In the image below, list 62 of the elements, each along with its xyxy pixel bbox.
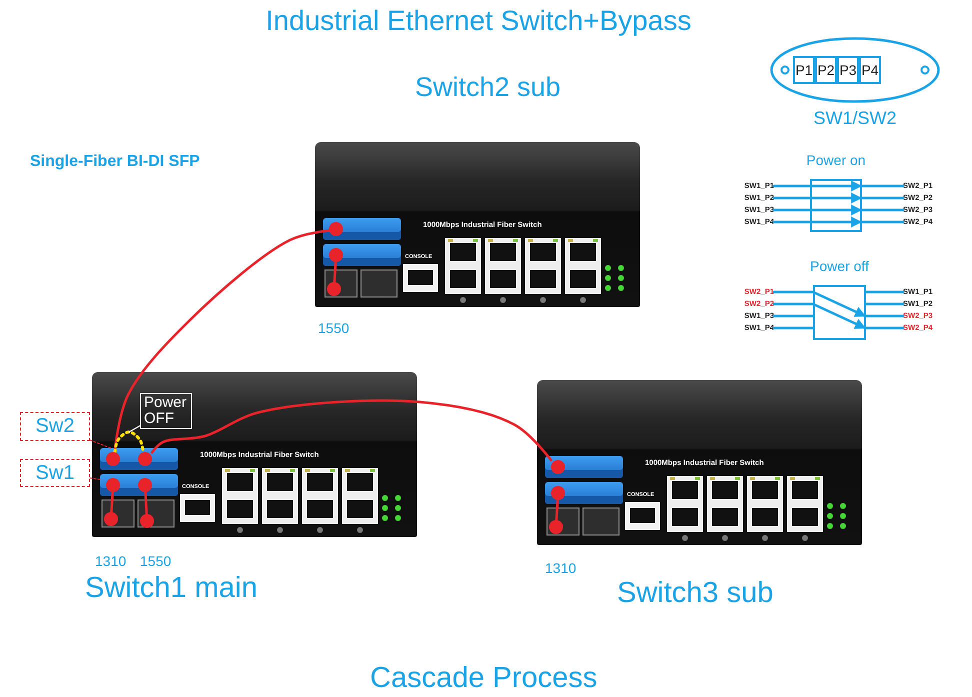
industrial-switch bbox=[92, 372, 417, 537]
wavelength-label: 1310 bbox=[545, 560, 576, 576]
fiber-cable bbox=[150, 399, 552, 462]
port-label: P4 bbox=[859, 56, 881, 84]
fiber-connector-dot bbox=[106, 452, 120, 466]
fiber-cable bbox=[333, 260, 337, 284]
signal-arrow bbox=[772, 204, 862, 216]
bypass-module bbox=[100, 448, 178, 470]
signal-arrow bbox=[772, 290, 866, 318]
fiber-connector-dot bbox=[551, 460, 565, 474]
leader-line bbox=[128, 425, 141, 433]
bypass-module bbox=[100, 474, 178, 496]
main-switch-label: Switch1 main bbox=[85, 572, 258, 605]
signal-line bbox=[864, 302, 904, 306]
signal-line bbox=[772, 326, 814, 330]
bypass-module bbox=[545, 456, 623, 478]
leader-line bbox=[90, 478, 100, 480]
signal-line bbox=[864, 290, 904, 294]
signal-arrow bbox=[772, 302, 866, 330]
sub-switch-label: Switch3 sub bbox=[617, 577, 774, 610]
wavelength-label: 1550 bbox=[318, 320, 350, 336]
fiber-connector-dot bbox=[138, 478, 152, 492]
fiber-cable bbox=[144, 490, 148, 516]
fiber-connector-dot bbox=[551, 486, 565, 500]
port-label: P1 bbox=[793, 56, 815, 84]
industrial-switch bbox=[315, 142, 640, 307]
callout-box: Power OFF bbox=[140, 393, 192, 429]
title: Industrial Ethernet Switch+Bypass bbox=[264, 5, 692, 37]
wavelength-label: 1310 bbox=[95, 553, 126, 569]
switch-tag: Sw1 bbox=[20, 459, 90, 487]
bypass-loop bbox=[113, 430, 145, 454]
fiber-cable bbox=[555, 498, 559, 522]
signal-line bbox=[860, 208, 904, 212]
signal-arrow bbox=[772, 180, 862, 192]
port-label: P3 bbox=[837, 56, 859, 84]
switch-tag: Sw2 bbox=[20, 412, 90, 441]
fiber-connector-dot bbox=[138, 452, 152, 466]
bypass-module bbox=[545, 482, 623, 504]
signal-line bbox=[864, 314, 904, 318]
diagram-heading: Power off bbox=[809, 258, 870, 274]
fiber-connector-dot bbox=[106, 478, 120, 492]
port-label: P2 bbox=[815, 56, 837, 84]
signal-line bbox=[772, 314, 814, 318]
signal-line bbox=[864, 326, 904, 330]
signal-line bbox=[860, 184, 904, 188]
fiber-connector-dot bbox=[329, 248, 343, 262]
bypass-module bbox=[323, 218, 401, 240]
signal-line bbox=[860, 220, 904, 224]
signal-line bbox=[860, 196, 904, 200]
caption-label: Cascade Process bbox=[370, 662, 598, 695]
sfp-label: Single-Fiber BI-DI SFP bbox=[30, 153, 200, 171]
sub-switch-label: Switch2 sub bbox=[415, 72, 561, 103]
signal-arrow bbox=[772, 192, 862, 204]
industrial-switch bbox=[537, 380, 862, 545]
bypass-module bbox=[323, 244, 401, 266]
signal-arrow bbox=[772, 216, 862, 228]
fiber-cable bbox=[110, 490, 114, 514]
leader-line bbox=[90, 440, 112, 448]
switch-caption: SW1/SW2 bbox=[812, 108, 898, 129]
diagram-heading: Power on bbox=[805, 152, 867, 168]
fiber-connector-dot bbox=[329, 222, 343, 236]
wavelength-label: 1550 bbox=[140, 553, 172, 569]
